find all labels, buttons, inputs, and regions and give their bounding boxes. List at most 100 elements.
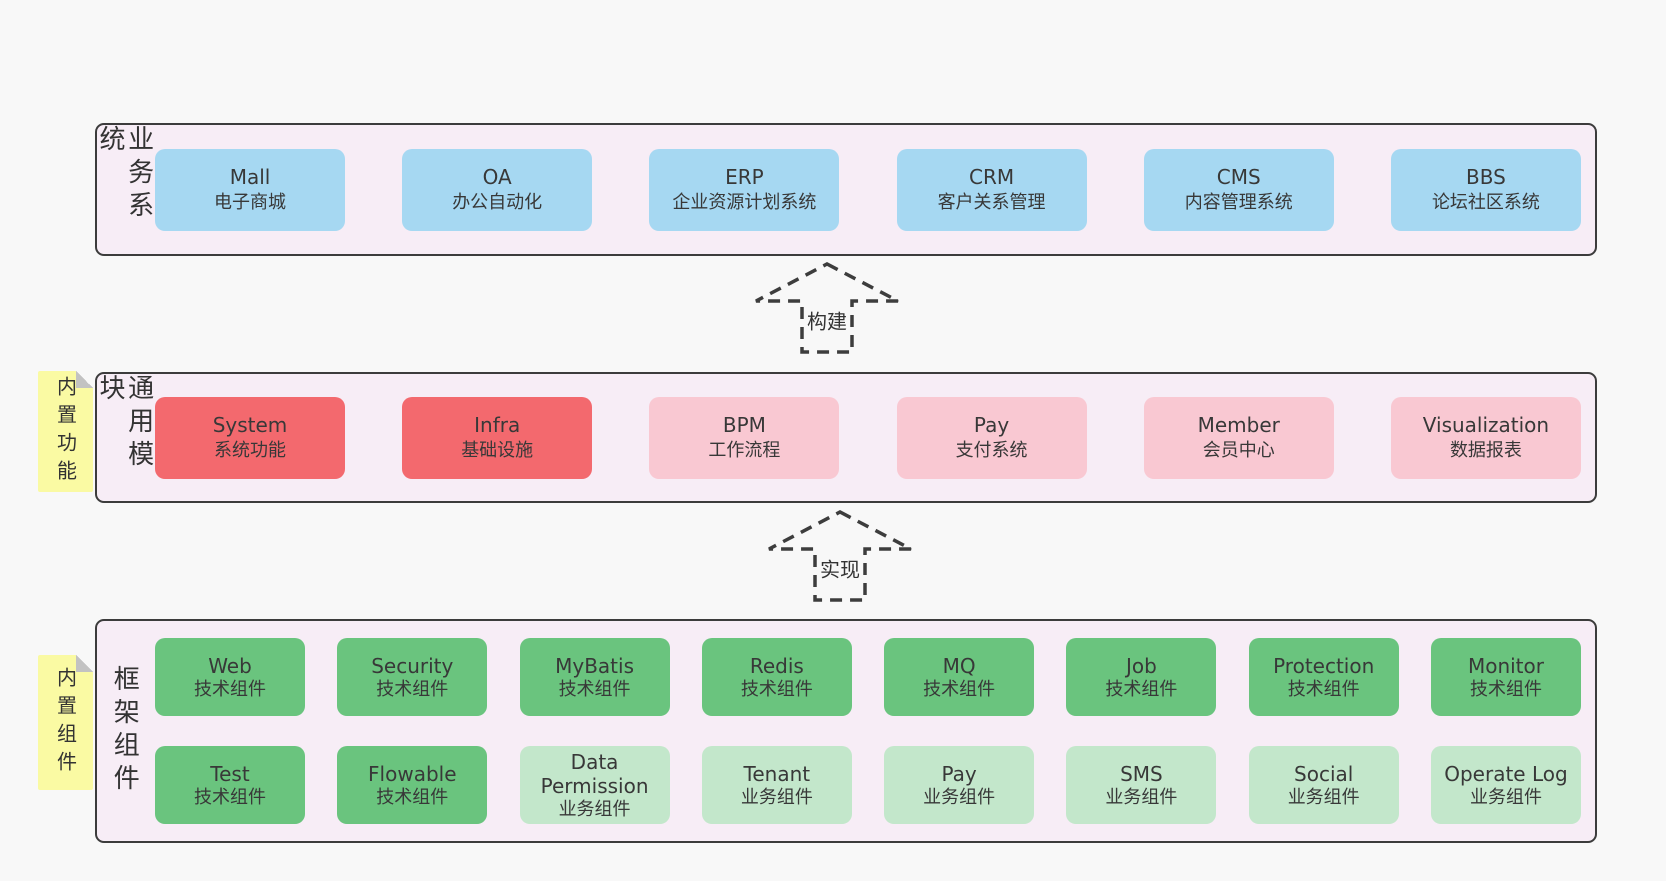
band-label-common-modules: 通用模块 — [95, 374, 154, 501]
module-name: BPM — [722, 413, 766, 437]
box-member: Member 会员中心 — [1143, 396, 1334, 479]
sticky-label: 内置组件 — [53, 666, 78, 779]
module-name: System — [212, 413, 288, 437]
band-label-business-systems: 业务系统 — [95, 125, 154, 254]
module-desc: 业务组件 — [740, 786, 813, 808]
module-desc: 技术组件 — [1287, 678, 1360, 700]
box-erp: ERP 企业资源计划系统 — [649, 148, 840, 231]
build-arrow-label: 构建 — [804, 304, 850, 336]
module-desc: 数据报表 — [1449, 440, 1522, 461]
box-redis: Redis 技术组件 — [701, 638, 852, 716]
common-modules-boxes: System 系统功能 Infra 基础设施 BPM 工作流程 Pay 支付系统… — [151, 374, 1595, 501]
module-desc: 电子商城 — [214, 192, 286, 213]
module-name: Data Permission — [540, 749, 649, 798]
folded-corner-icon — [76, 655, 93, 672]
module-name: OA — [482, 165, 512, 189]
module-name: Visualization — [1422, 413, 1550, 437]
framework-components-row-2: Test 技术组件 Flowable 技术组件 Data Permission … — [155, 746, 1581, 824]
box-protection: Protection 技术组件 — [1248, 638, 1399, 716]
module-desc: 业务组件 — [923, 786, 996, 808]
box-visualization: Visualization 数据报表 — [1390, 396, 1581, 479]
box-job: Job 技术组件 — [1066, 638, 1217, 716]
module-name: SMS — [1120, 761, 1163, 786]
module-name: Flowable — [368, 761, 457, 786]
box-mybatis: MyBatis 技术组件 — [519, 638, 670, 716]
framework-components-boxes: Web 技术组件 Security 技术组件 MyBatis 技术组件 Redi… — [151, 621, 1595, 841]
box-pay: Pay 业务组件 — [884, 746, 1035, 824]
box-operate-log: Operate Log 业务组件 — [1430, 746, 1581, 824]
module-name: Security — [371, 653, 454, 678]
band-business-systems: 业务系统 Mall 电子商城 OA 办公自动化 ERP 企业资源计划系统 CRM… — [95, 123, 1597, 256]
box-crm: CRM 客户关系管理 — [896, 148, 1087, 231]
box-tenant: Tenant 业务组件 — [701, 746, 852, 824]
box-mall: Mall 电子商城 — [155, 148, 345, 231]
module-desc: 会员中心 — [1202, 440, 1275, 461]
sticky-note-built-in-components: 内置组件 — [38, 655, 93, 790]
module-name: Pay — [941, 761, 977, 786]
module-name: Pay — [973, 413, 1010, 437]
module-desc: 技术组件 — [740, 678, 813, 700]
box-cms: CMS 内容管理系统 — [1143, 148, 1334, 231]
module-name: Web — [208, 653, 252, 678]
module-name: Tenant — [743, 761, 811, 786]
module-desc: 技术组件 — [1105, 678, 1178, 700]
module-desc: 业务组件 — [558, 798, 631, 820]
module-desc: 工作流程 — [708, 440, 781, 461]
module-desc: 企业资源计划系统 — [672, 192, 817, 213]
implement-arrow: 实现 — [765, 508, 915, 604]
sticky-label: 内置功能 — [53, 375, 78, 488]
module-name: Protection — [1273, 653, 1375, 678]
band-label-text: 通用模块 — [95, 374, 154, 473]
box-oa: OA 办公自动化 — [402, 148, 593, 231]
band-label-framework-components: 框架组件 — [97, 621, 151, 841]
module-name: Test — [210, 761, 250, 786]
module-name: CMS — [1216, 165, 1261, 189]
framework-components-row-1: Web 技术组件 Security 技术组件 MyBatis 技术组件 Redi… — [155, 638, 1581, 716]
box-social: Social 业务组件 — [1248, 746, 1399, 824]
module-name: Mall — [229, 165, 271, 189]
module-desc: 系统功能 — [214, 440, 286, 461]
module-desc: 技术组件 — [194, 786, 266, 808]
box-bbs: BBS 论坛社区系统 — [1390, 148, 1581, 231]
module-desc: 内容管理系统 — [1184, 192, 1293, 213]
box-mq: MQ 技术组件 — [884, 638, 1035, 716]
box-data-permission: Data Permission 业务组件 — [519, 746, 670, 824]
module-desc: 业务组件 — [1469, 786, 1542, 808]
module-desc: 技术组件 — [376, 678, 449, 700]
box-infra: Infra 基础设施 — [402, 396, 593, 479]
box-system: System 系统功能 — [155, 396, 345, 479]
sticky-note-built-in-features: 内置功能 — [38, 371, 93, 492]
module-desc: 技术组件 — [923, 678, 996, 700]
module-desc: 客户关系管理 — [937, 192, 1046, 213]
box-sms: SMS 业务组件 — [1066, 746, 1217, 824]
module-name: BBS — [1466, 165, 1506, 189]
box-pay: Pay 支付系统 — [896, 396, 1087, 479]
band-common-modules: 通用模块 System 系统功能 Infra 基础设施 BPM 工作流程 Pay… — [95, 372, 1597, 503]
band-label-text: 业务系统 — [95, 125, 154, 224]
module-desc: 技术组件 — [558, 678, 631, 700]
box-test: Test 技术组件 — [155, 746, 305, 824]
box-flowable: Flowable 技术组件 — [337, 746, 488, 824]
box-monitor: Monitor 技术组件 — [1430, 638, 1581, 716]
band-label-text: 框架组件 — [109, 665, 140, 797]
module-name: Social — [1294, 761, 1354, 786]
folded-corner-icon — [76, 371, 93, 388]
module-desc: 业务组件 — [1287, 786, 1360, 808]
box-bpm: BPM 工作流程 — [649, 396, 840, 479]
build-arrow: 构建 — [752, 260, 902, 356]
module-desc: 办公自动化 — [452, 192, 543, 213]
module-name: MyBatis — [555, 653, 634, 678]
module-name: Member — [1197, 413, 1280, 437]
module-desc: 技术组件 — [1469, 678, 1542, 700]
module-desc: 技术组件 — [376, 786, 449, 808]
module-desc: 基础设施 — [461, 440, 534, 461]
box-security: Security 技术组件 — [337, 638, 488, 716]
dashed-up-arrow-icon — [755, 262, 899, 354]
module-name: Operate Log — [1444, 761, 1568, 786]
module-name: Infra — [474, 413, 521, 437]
module-name: Redis — [749, 653, 804, 678]
module-name: ERP — [725, 165, 764, 189]
module-name: MQ — [942, 653, 976, 678]
band-framework-components: 框架组件 Web 技术组件 Security 技术组件 MyBatis 技术组件… — [95, 619, 1597, 843]
